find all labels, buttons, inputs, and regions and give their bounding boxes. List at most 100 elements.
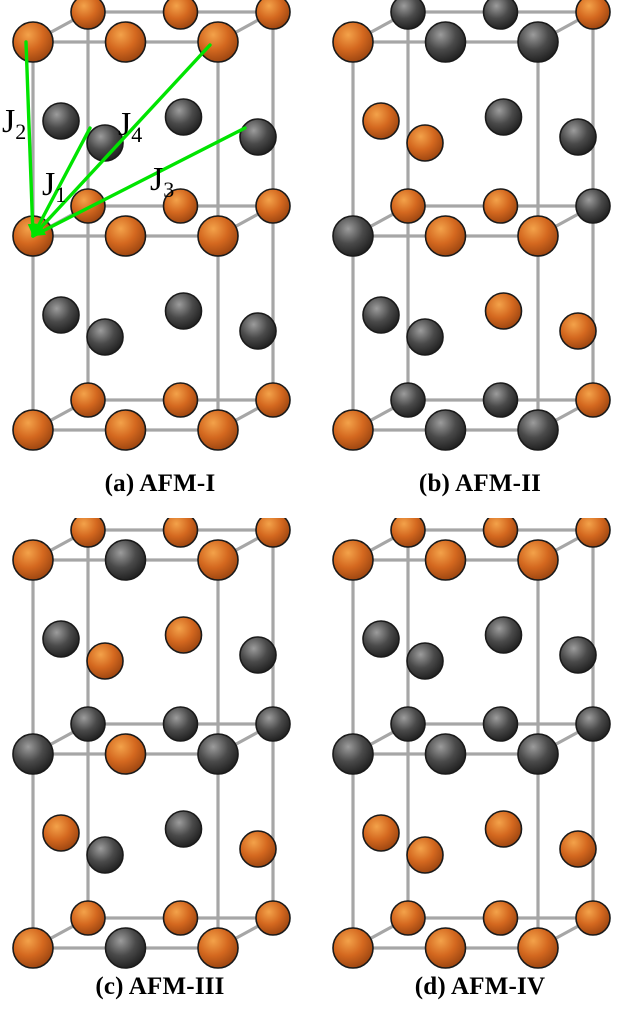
atom-spin-down [362,296,400,334]
exchange-label-sub-J1: 1 [55,182,67,207]
exchange-label-J1: J1 [42,166,66,206]
exchange-label-base-J1: J [42,166,56,203]
atom-spin-down [517,409,559,451]
atom-spin-down [239,118,277,156]
panel-afm-iv: (d) AFM-IV [320,518,640,1035]
atom-spin-down [255,706,291,742]
atom-spin-up [162,900,199,936]
atom-spin-down [42,620,80,658]
atom-spin-down [164,810,203,848]
exchange-arrow-group [24,40,247,238]
atom-spin-up [484,292,523,330]
panel-caption-a: (a) AFM-I [104,470,216,497]
atom-spin-up [575,382,611,418]
unit-cell-b [332,0,611,451]
exchange-arrow-J2 [24,40,35,238]
atom-spin-up [164,616,203,654]
exchange-arrow-J1 [31,126,92,238]
atom-spin-down [517,21,559,63]
atom-spin-up [517,215,559,257]
atom-spin-up [255,382,291,418]
atom-spin-up [104,733,147,775]
atom-spin-up [70,188,106,224]
atom-spin-up [12,539,54,581]
atom-spin-up [559,312,597,350]
atom-spin-down [362,620,400,658]
exchange-label-sub-J2: 2 [15,119,27,144]
atom-spin-down [390,706,426,742]
atom-spin-down [239,636,277,674]
atom-spin-down [575,188,611,224]
panel-afm-ii: (b) AFM-II [320,0,640,517]
atom-spin-down [86,124,124,162]
atom-spin-up [517,927,559,969]
atom-spin-down [104,539,147,581]
atom-spin-up [162,188,199,224]
atom-spin-down [482,382,519,418]
atom-spin-up [104,409,147,451]
atom-spin-up [104,21,147,63]
atom-spin-down [390,0,426,30]
unit-cell-a [12,0,291,451]
atom-spin-down [517,733,559,775]
atom-spin-up [332,409,374,451]
atom-spin-down [559,118,597,156]
atom-spin-up [390,900,426,936]
atom-spin-up [575,0,611,30]
atom-spin-up [70,382,106,418]
atom-spin-down [406,318,444,356]
atom-spin-up [482,188,519,224]
atom-spin-up [362,102,400,140]
atom-spin-down [482,706,519,742]
atom-spin-up [575,900,611,936]
atom-spin-down [164,98,203,136]
atom-spin-down [484,98,523,136]
atom-spin-up [255,0,291,30]
atom-spin-down [42,296,80,334]
atom-spin-up [482,900,519,936]
atom-spin-up [424,927,467,969]
atom-spin-down [197,733,239,775]
atom-spin-down [482,0,519,30]
atom-spin-up [255,518,291,548]
atom-spin-up [362,814,400,852]
atom-spin-up [197,927,239,969]
atom-spin-down [12,733,54,775]
structure-stage-b [320,0,640,470]
atom-spin-up [104,215,147,257]
atom-spin-down [559,636,597,674]
atom-spin-up [255,900,291,936]
atom-spin-down [390,382,426,418]
exchange-label-J3: J3 [150,163,174,201]
atom-spin-up [332,927,374,969]
exchange-arrowhead-J4 [33,223,45,236]
atom-spin-down [164,292,203,330]
atom-spin-down [575,706,611,742]
atom-spin-up [390,518,426,548]
panel-caption-b: (b) AFM-II [418,470,542,497]
atom-spin-down [424,21,467,63]
atom-spin-up [424,215,467,257]
atom-spin-up [390,188,426,224]
atom-spin-down [239,312,277,350]
exchange-label-base-J2: J [2,103,16,140]
atom-spin-up [70,0,106,30]
structure-stage-d [320,518,640,988]
atom-spin-up [197,409,239,451]
atom-spin-down [86,836,124,874]
atom-spin-up [482,518,519,548]
atom-spin-up [406,836,444,874]
exchange-arrowhead-J2 [27,223,38,236]
atom-spin-up [70,900,106,936]
atom-spin-up [332,539,374,581]
atom-spin-down [424,409,467,451]
atom-spin-up [575,518,611,548]
atom-spin-up [12,21,54,63]
atom-spin-up [197,539,239,581]
atom-spin-up [484,810,523,848]
atom-spin-down [162,706,199,742]
atom-spin-up [517,539,559,581]
exchange-label-J2: J2 [2,103,26,143]
atom-spin-down [332,215,374,257]
